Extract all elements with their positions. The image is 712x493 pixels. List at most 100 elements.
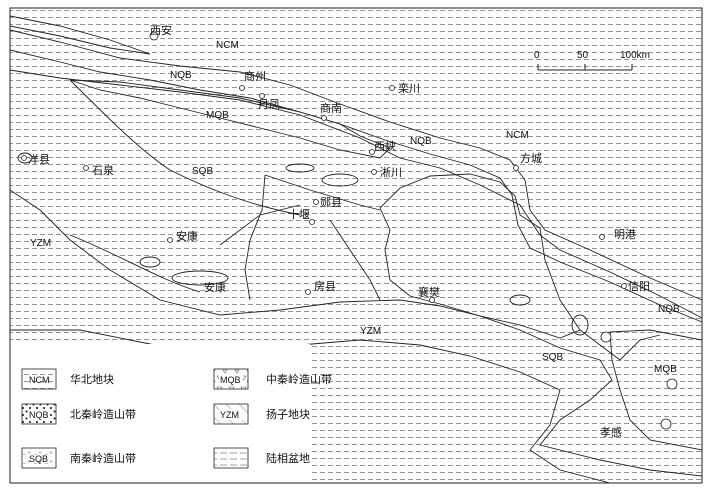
city-marker-luanchuan xyxy=(389,85,395,91)
city-label-fangxian: 房县 xyxy=(314,280,336,293)
legend-item-yzm: YZM 扬子地块 xyxy=(213,403,310,425)
city-label-ankang1: 安康 xyxy=(176,229,198,243)
city-marker-ankang1 xyxy=(167,237,173,243)
city-marker-shiyan xyxy=(309,219,315,225)
label-nqb-1: NQB xyxy=(170,70,192,81)
legend-name-sqb: 南秦岭造山带 xyxy=(70,451,136,465)
label-sqb-1: SQB xyxy=(192,166,213,177)
city-label-ankang2: 安康 xyxy=(204,280,226,294)
city-marker-yangxian xyxy=(21,155,27,161)
legend: NCM 华北地块 NQB 北秦岭造山带 SQB 南秦岭造山带 MQB 中秦岭造山… xyxy=(10,344,332,483)
legend-code-yzm: YZM xyxy=(220,410,239,420)
nqb-strip-top xyxy=(9,15,151,55)
legend-name-ncm: 华北地块 xyxy=(70,372,114,386)
city-label-xixia: 西峡 xyxy=(374,139,396,153)
boundary-line-5 xyxy=(329,219,381,301)
legend-code-sqb: SQB xyxy=(29,454,48,464)
legend-code-bg-yzm xyxy=(219,409,243,420)
legend-code-bg-nqb xyxy=(28,410,50,420)
label-ncm-top: NCM xyxy=(216,40,239,51)
city-label-yunxian: 郧县 xyxy=(320,196,342,209)
city-marker-fangcheng xyxy=(513,165,519,171)
ring-marker-2 xyxy=(666,378,678,390)
city-label-xian: 西安 xyxy=(150,23,172,37)
city-marker-minggang xyxy=(599,234,605,240)
city-label-shangzhou: 商州 xyxy=(244,69,266,83)
scale-label-50: 50 xyxy=(577,50,589,61)
legend-name-yzm: 扬子地块 xyxy=(266,407,310,421)
city-marker-xiangfan xyxy=(429,297,435,303)
ring-marker-4 xyxy=(149,31,159,41)
city-label-minggang: 明港 xyxy=(614,228,636,241)
legend-code-mqb: MQB xyxy=(220,375,241,385)
basin-small-3 xyxy=(321,173,359,187)
city-label-xiangfan: 襄樊 xyxy=(418,285,440,299)
city-label-shiquan: 石泉 xyxy=(92,163,114,177)
cities: 西安 商州 栾川 丹凤 商南 西峡 淅川 方城 洋县 石泉 郧县 十堰 安康 安… xyxy=(21,23,650,439)
legend-item-sqb: SQB 南秦岭造山带 xyxy=(21,447,136,469)
legend-swatch-sqb xyxy=(21,447,57,469)
label-mqb-1: MQB xyxy=(206,110,229,121)
city-label-xichuan: 淅川 xyxy=(380,165,402,179)
mqb-east xyxy=(609,329,703,451)
city-marker-shiquan xyxy=(83,165,89,171)
label-yzm-2: YZM xyxy=(360,326,381,337)
legend-swatch-ncm xyxy=(21,368,57,390)
legend-item-basin: 陆相盆地 xyxy=(213,447,310,469)
legend-background xyxy=(10,344,310,483)
scale-label-0: 0 xyxy=(534,50,540,61)
basin-xiangfan xyxy=(379,173,581,339)
scale-label-100: 100km xyxy=(620,50,650,61)
city-marker-xichuan xyxy=(371,169,377,175)
city-marker-xixia xyxy=(369,149,375,155)
label-yzm-1: YZM xyxy=(30,238,51,249)
city-label-shangnan: 商南 xyxy=(320,101,342,115)
basin-small-2 xyxy=(139,256,161,268)
city-label-luanchuan: 栾川 xyxy=(398,81,420,95)
map-frame xyxy=(9,7,703,484)
legend-item-mqb: MQB 中秦岭造山带 xyxy=(213,368,332,390)
boundary-line-2 xyxy=(264,174,381,211)
boundary-line-4 xyxy=(219,204,301,246)
legend-code-nqb: NQB xyxy=(29,410,49,420)
scale-bar: 0 50 100km xyxy=(534,50,650,71)
basin-small-1 xyxy=(171,270,229,286)
city-label-xiaogan: 孝感 xyxy=(600,426,622,439)
city-marker-danfeng xyxy=(259,93,265,99)
boundary-line-6 xyxy=(579,329,661,361)
legend-swatch-basin xyxy=(213,447,249,469)
legend-code-bg-mqb xyxy=(219,374,243,385)
basin-small-5 xyxy=(509,294,531,306)
city-marker-xinyang xyxy=(621,283,627,289)
city-label-xinyang: 信阳 xyxy=(628,280,650,293)
city-marker-shangzhou xyxy=(239,85,245,91)
label-sqb-2: SQB xyxy=(542,352,563,363)
ring-marker-3 xyxy=(660,418,672,430)
label-nqb-2: NQB xyxy=(410,136,432,147)
legend-name-nqb: 北秦岭造山带 xyxy=(70,407,136,421)
city-label-fangcheng: 方城 xyxy=(520,151,542,165)
city-label-yangxian: 洋县 xyxy=(28,152,50,166)
city-marker-fangxian xyxy=(305,289,311,295)
nqb-belt xyxy=(9,29,703,323)
ring-marker-1 xyxy=(600,331,612,343)
label-nqb-3: NQB xyxy=(658,304,680,315)
legend-item-nqb: NQB 北秦岭造山带 xyxy=(21,403,136,425)
mqb-band xyxy=(69,79,391,159)
label-mqb-2: MQB xyxy=(654,364,677,375)
legend-name-basin: 陆相盆地 xyxy=(266,451,310,465)
boundary-line-7 xyxy=(69,234,201,293)
boundary-line-3 xyxy=(244,174,266,301)
legend-name-mqb: 中秦岭造山带 xyxy=(266,372,332,386)
city-label-danfeng: 丹凤 xyxy=(258,98,280,111)
boundary-line-1 xyxy=(69,79,301,216)
region-labels: NCM NCM NQB NQB NQB MQB MQB SQB SQB YZM … xyxy=(30,40,680,375)
city-marker-yunxian xyxy=(313,199,319,205)
legend-code-ncm: NCM xyxy=(29,375,50,385)
legend-item-ncm: NCM 华北地块 xyxy=(21,368,114,390)
city-marker-shangnan xyxy=(321,115,327,121)
city-label-shiyan: 十堰 xyxy=(288,207,310,221)
basin-small-4 xyxy=(285,163,315,173)
basin-small-7 xyxy=(17,152,33,164)
